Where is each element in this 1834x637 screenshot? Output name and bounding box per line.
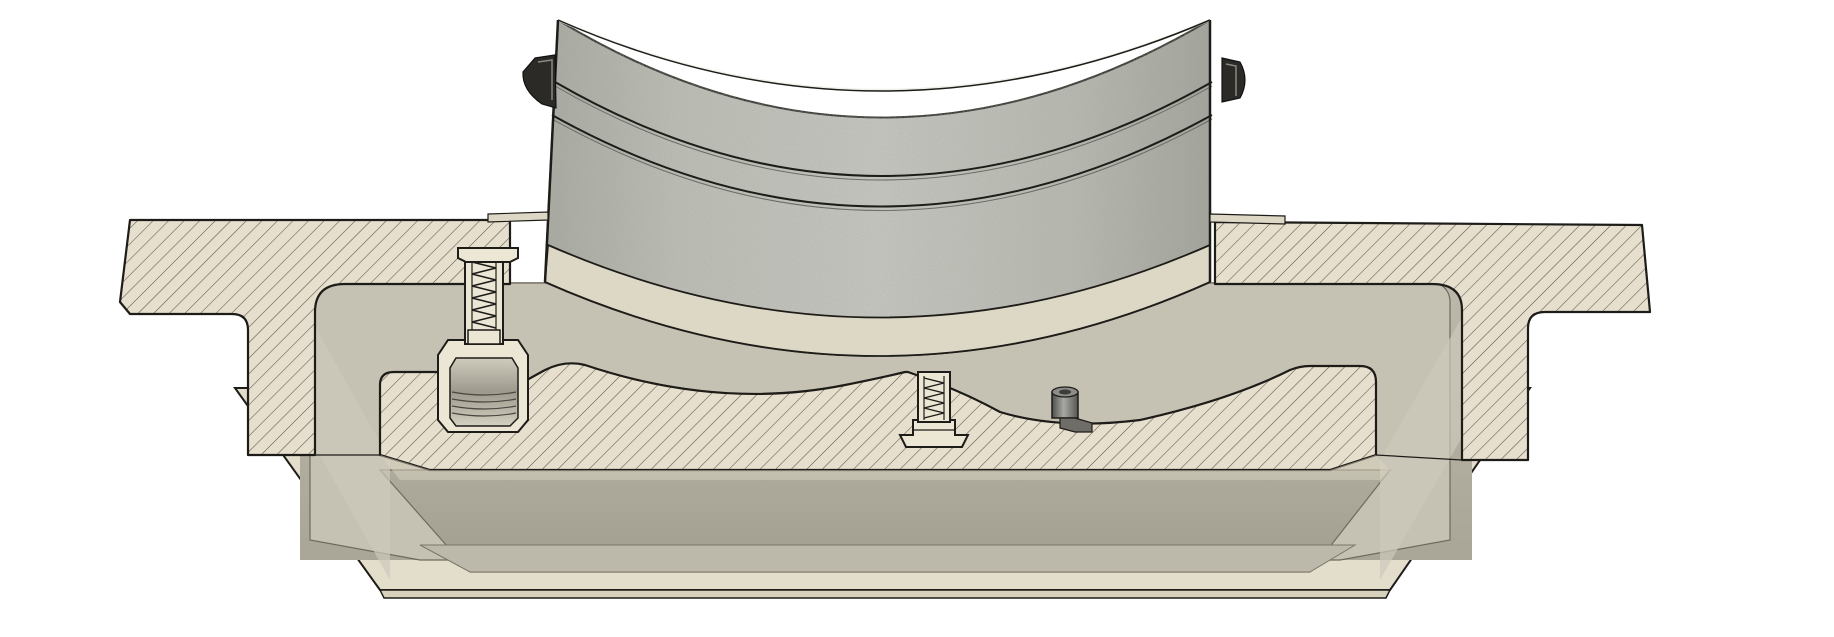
outline-accents <box>248 454 1463 461</box>
threaded-bolt-center <box>898 371 970 448</box>
housing-flange-right-section <box>1213 220 1652 462</box>
side-clips <box>487 54 1286 225</box>
small-nut <box>1051 386 1093 433</box>
concrete-pipe <box>543 18 1213 357</box>
threaded-bolt-left <box>437 247 529 433</box>
